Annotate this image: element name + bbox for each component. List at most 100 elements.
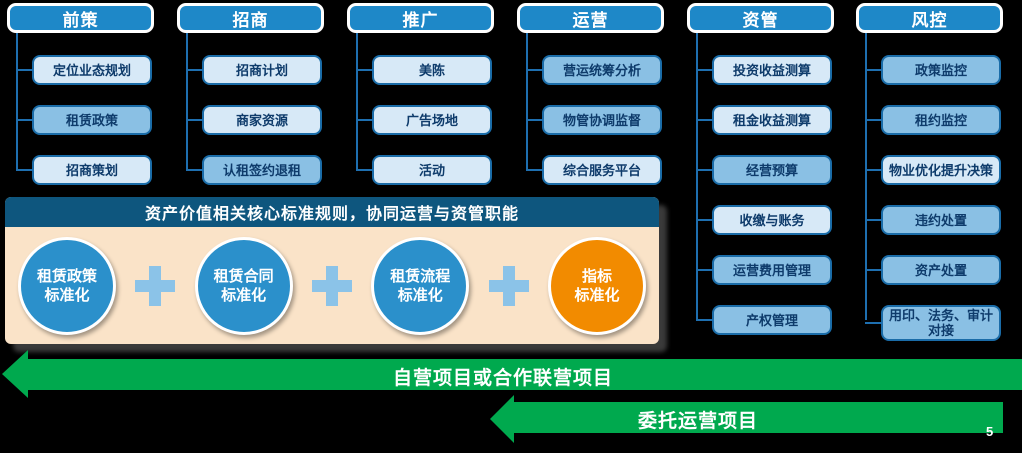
function-item: 美陈 bbox=[356, 55, 492, 85]
column-header: 风控 bbox=[856, 3, 1003, 33]
column-title: 风控 bbox=[911, 10, 948, 30]
function-item: 综合服务平台 bbox=[526, 155, 662, 185]
function-item-label: 活动 bbox=[418, 162, 445, 178]
connector-line bbox=[696, 33, 698, 320]
standard-circle-label-line1: 租赁政策 bbox=[36, 267, 97, 285]
standard-circle-label-line2: 标准化 bbox=[397, 286, 443, 304]
function-item: 用印、法务、审计对接 bbox=[865, 305, 1001, 341]
standard-circle-label-line2: 标准化 bbox=[574, 286, 620, 304]
function-item-label: 定位业态规划 bbox=[52, 62, 131, 78]
function-item-label: 广告场地 bbox=[405, 112, 458, 128]
function-item-label: 美陈 bbox=[418, 62, 445, 78]
standard-circle-label-line1: 租赁流程 bbox=[390, 267, 451, 285]
entrusted-operation-arrow bbox=[514, 402, 1003, 433]
function-item-label: 物业优化提升决策 bbox=[888, 162, 993, 178]
standard-circle-label-line2: 标准化 bbox=[221, 286, 267, 304]
function-column: 运营 营运统筹分析 物管协调监督 综合服务平台 bbox=[517, 3, 664, 205]
function-column: 前策 定位业态规划 租赁政策 招商策划 bbox=[7, 3, 154, 205]
function-item-label: 招商策划 bbox=[65, 162, 118, 178]
connector-line bbox=[356, 33, 358, 170]
function-item: 收缴与账务 bbox=[696, 205, 832, 235]
function-item-label: 租金收益测算 bbox=[732, 112, 811, 128]
column-title: 招商 bbox=[232, 10, 269, 30]
self-operated-arrow-label: 自营项目或合作联营项目 bbox=[393, 368, 614, 389]
arrow-left-icon bbox=[2, 350, 28, 398]
function-item: 物业优化提升决策 bbox=[865, 155, 1001, 185]
connector-line bbox=[16, 33, 18, 170]
plus-icon bbox=[310, 264, 354, 308]
function-item-label: 违约处置 bbox=[914, 212, 967, 228]
column-items: 政策监控 租约监控 物业优化提升决策 违约处置 资产处置 用印、法务、审计对接 bbox=[856, 33, 1003, 341]
function-column: 招商 招商计划 商家资源 认租签约退租 bbox=[177, 3, 324, 205]
self-operated-arrow bbox=[28, 359, 1022, 390]
standard-circle: 租赁流程 标准化 bbox=[371, 236, 470, 335]
column-header: 运营 bbox=[517, 3, 664, 33]
function-item-label: 租约监控 bbox=[914, 112, 967, 128]
function-item: 产权管理 bbox=[696, 305, 832, 335]
function-column: 风控 政策监控 租约监控 物业优化提升决策 违约处置 资产处置 用印、法务、审计… bbox=[856, 3, 1003, 361]
column-items: 投资收益测算 租金收益测算 经营预算 收缴与账务 运营费用管理 产权管理 bbox=[687, 33, 834, 335]
function-item: 广告场地 bbox=[356, 105, 492, 135]
function-item: 活动 bbox=[356, 155, 492, 185]
function-item: 商家资源 bbox=[186, 105, 322, 135]
function-item: 投资收益测算 bbox=[696, 55, 832, 85]
connector-line bbox=[865, 33, 867, 320]
function-item-label: 政策监控 bbox=[914, 62, 967, 78]
function-item-label: 招商计划 bbox=[235, 62, 288, 78]
function-item: 营运统筹分析 bbox=[526, 55, 662, 85]
arrow-left-icon bbox=[490, 395, 514, 443]
function-item-label: 综合服务平台 bbox=[562, 162, 641, 178]
function-item: 政策监控 bbox=[865, 55, 1001, 85]
connector-line bbox=[186, 33, 188, 170]
function-item-label: 认租签约退租 bbox=[222, 162, 301, 178]
plus-icon bbox=[133, 264, 177, 308]
column-header: 资管 bbox=[687, 3, 834, 33]
function-item: 定位业态规划 bbox=[16, 55, 152, 85]
standard-circle: 指标 标准化 bbox=[547, 236, 646, 335]
standards-panel: 资产价值相关核心标准规则，协同运营与资管职能 租赁政策 标准化 租赁合同 标准化… bbox=[5, 197, 659, 344]
function-item: 认租签约退租 bbox=[186, 155, 322, 185]
standard-circle-label-line1: 指标 bbox=[581, 267, 612, 285]
page-number: 5 bbox=[986, 424, 994, 439]
function-item-label: 资产处置 bbox=[914, 262, 967, 278]
standard-circle: 租赁合同 标准化 bbox=[194, 236, 293, 335]
function-item-label: 经营预算 bbox=[745, 162, 798, 178]
function-item-label: 投资收益测算 bbox=[732, 62, 811, 78]
column-title: 前策 bbox=[62, 10, 99, 30]
entrusted-operation-arrow-label: 委托运营项目 bbox=[638, 411, 759, 432]
function-column: 资管 投资收益测算 租金收益测算 经营预算 收缴与账务 运营费用管理 产权管理 bbox=[687, 3, 834, 355]
column-title: 运营 bbox=[572, 10, 609, 30]
function-item: 资产处置 bbox=[865, 255, 1001, 285]
function-item: 经营预算 bbox=[696, 155, 832, 185]
standards-circles: 租赁政策 标准化 租赁合同 标准化 租赁流程 标准化 指标 标准化 bbox=[5, 227, 659, 344]
column-items: 美陈 广告场地 活动 bbox=[347, 33, 494, 185]
function-item: 物管协调监督 bbox=[526, 105, 662, 135]
function-item: 运营费用管理 bbox=[696, 255, 832, 285]
column-header: 招商 bbox=[177, 3, 324, 33]
column-title: 推广 bbox=[402, 10, 439, 30]
function-item-label: 收缴与账务 bbox=[739, 212, 805, 228]
function-item: 租金收益测算 bbox=[696, 105, 832, 135]
function-item: 租约监控 bbox=[865, 105, 1001, 135]
column-header: 推广 bbox=[347, 3, 494, 33]
plus-icon bbox=[487, 264, 531, 308]
function-item: 租赁政策 bbox=[16, 105, 152, 135]
connector-line bbox=[526, 33, 528, 170]
standard-circle-label-line1: 租赁合同 bbox=[213, 267, 274, 285]
column-items: 招商计划 商家资源 认租签约退租 bbox=[177, 33, 324, 185]
function-item-label: 商家资源 bbox=[235, 112, 288, 128]
function-item-label: 运营费用管理 bbox=[732, 262, 811, 278]
function-item-label: 租赁政策 bbox=[65, 112, 118, 128]
function-item: 违约处置 bbox=[865, 205, 1001, 235]
standards-panel-banner: 资产价值相关核心标准规则，协同运营与资管职能 bbox=[5, 197, 659, 227]
function-item-label: 产权管理 bbox=[745, 312, 798, 328]
column-header: 前策 bbox=[7, 3, 154, 33]
function-item-label: 物管协调监督 bbox=[562, 112, 641, 128]
column-items: 营运统筹分析 物管协调监督 综合服务平台 bbox=[517, 33, 664, 185]
function-column: 推广 美陈 广告场地 活动 bbox=[347, 3, 494, 205]
function-item-label: 营运统筹分析 bbox=[562, 62, 641, 78]
column-title: 资管 bbox=[742, 10, 779, 30]
function-item: 招商计划 bbox=[186, 55, 322, 85]
function-item-label: 用印、法务、审计对接 bbox=[888, 308, 993, 338]
